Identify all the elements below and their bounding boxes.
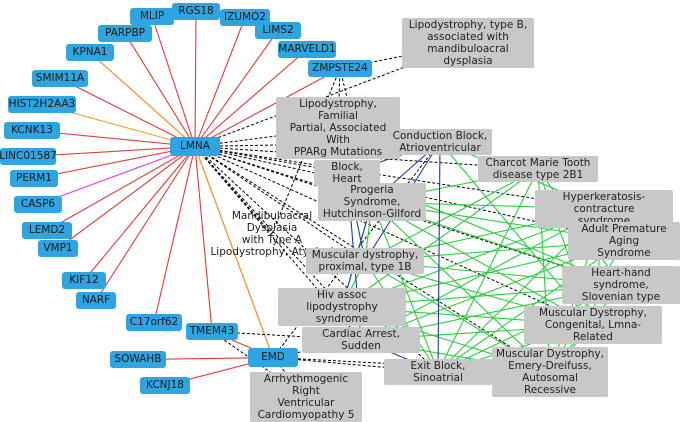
gene-node-casp6[interactable]: CASP6 [14,196,62,213]
edge-gene-gene [59,78,196,147]
disease-node-hyperkeratosis[interactable]: Hyperkeratosis-contracture syndrome [535,190,673,229]
edge-disease-disease [371,201,439,373]
edge-gene-gene-alt [89,52,196,147]
disease-node-adult-premature-aging[interactable]: Adult Premature Aging Syndrome [568,222,680,261]
disease-node-heart-hand[interactable]: Heart-hand syndrome, Slovenian type [562,266,680,305]
edge-gene-gene-magenta [37,145,196,206]
edge-disease-disease [371,201,551,373]
edge-disease-disease [364,168,539,262]
disease-node-md-lmna[interactable]: Muscular Dystrophy, Congenital, Lmna-Rel… [524,306,662,345]
disease-node-conduction-block[interactable]: Conduction Block, Atrioventricular [388,129,492,156]
gene-node-hist2h2aa3[interactable]: HIST2H2AA3 [8,96,76,113]
edge-gene-gene [194,68,341,147]
edge-gene-disease [194,146,273,235]
edge-gene-gene [46,146,196,231]
disease-node-progeria[interactable]: Progeria Syndrome, Hutchinson-Gilford [318,183,426,222]
disease-node-cardiac-arrest[interactable]: Cardiac Arrest, Sudden [302,327,420,354]
disease-node-exit-block[interactable]: Exit Block, Sinoatrial [384,359,492,386]
edge-gene-disease [194,42,469,147]
edge-disease-disease-alt [437,141,441,373]
gene-node-marveld1[interactable]: MARVELD1 [278,41,336,58]
gene-node-zmpste24[interactable]: ZMPSTE24 [308,60,372,77]
gene-node-kcnj18[interactable]: KCNJ18 [140,377,190,394]
disease-node-cmt-2b1[interactable]: Charcot Marie Tooth disease type 2B1 [478,156,598,183]
edge-gene-gene [33,145,196,180]
gene-node-kif12[interactable]: KIF12 [62,272,106,289]
gene-node-perm1[interactable]: PERM1 [10,170,58,187]
network-diagram: MLIP RGS18 IZUMO2 PARPBP LIMS2 MARVELD1 … [0,3,680,422]
edge-gene-disease [339,68,373,203]
disease-node-muscular-dystrophy-1b[interactable]: Muscular dystrophy, proximal, type 1B [306,248,424,275]
edge-gene-gene [194,30,279,147]
disease-node-arvc5[interactable]: Arrhythmogenic Right Ventricular Cardiom… [250,372,362,422]
edge-gene-disease [194,146,343,308]
disease-node-lipodystrophy-b[interactable]: Lipodystrophy, type B, associated with m… [402,18,534,69]
gene-node-rgs18[interactable]: RGS18 [172,3,220,20]
edge-disease-disease [437,168,539,373]
gene-node-narf[interactable]: NARF [76,292,116,309]
gene-node-kpna1[interactable]: KPNA1 [66,44,114,61]
edge-gene-gene [153,146,196,323]
disease-node-lipodystrophy-familial[interactable]: Lipodystrophy, Familial Partial, Associa… [276,97,400,160]
edge-gene-gene [83,146,196,281]
edge-gene-gene-alt [194,146,274,358]
gene-node-tmem43[interactable]: TMEM43 [186,323,238,340]
edge-gene-gene [194,17,246,147]
gene-node-parpbp[interactable]: PARPBP [98,25,152,42]
edge-gene-gene [95,146,196,301]
edge-gene-gene [151,16,196,147]
edge-disease-disease [371,201,594,326]
gene-node-lemd2[interactable]: LEMD2 [22,222,72,239]
edge-gene-gene [124,33,196,147]
disease-node-md-emery-dreifuss[interactable]: Muscular Dystrophy, Emery-Dreifuss, Auto… [492,347,608,398]
gene-node-sowahb[interactable]: SOWAHB [110,351,166,368]
gene-node-linc01587[interactable]: LINC01587 [0,148,57,165]
gene-node-izumo2[interactable]: IZUMO2 [220,9,270,26]
gene-node-lims2[interactable]: LIMS2 [255,22,301,39]
gene-node-smim11a[interactable]: SMIM11A [32,70,88,87]
edge-gene-gene [194,11,197,147]
gene-node-emd[interactable]: EMD [248,348,298,367]
gene-node-lmna[interactable]: LMNA [170,137,220,156]
edge-gene-disease [272,357,439,373]
edge-gene-disease [194,146,348,174]
edge-gene-gene [194,146,213,332]
gene-node-c17orf62[interactable]: C17orf62 [126,314,182,331]
edge-gene-disease [194,146,594,326]
gene-node-kcnk13[interactable]: KCNK13 [4,122,60,139]
disease-node-block-heart[interactable]: Block, Heart [314,160,380,187]
edge-disease-disease [341,168,539,308]
gene-node-vmp1[interactable]: VMP1 [38,240,78,257]
gene-node-mlip[interactable]: MLIP [130,8,174,25]
edge-gene-gene [57,146,196,249]
edge-gene-disease [194,146,366,262]
edge-gene-gene [194,49,308,147]
disease-node-hiv-lipodystrophy[interactable]: Hiv assoc lipodystrophy syndrome [278,288,406,327]
